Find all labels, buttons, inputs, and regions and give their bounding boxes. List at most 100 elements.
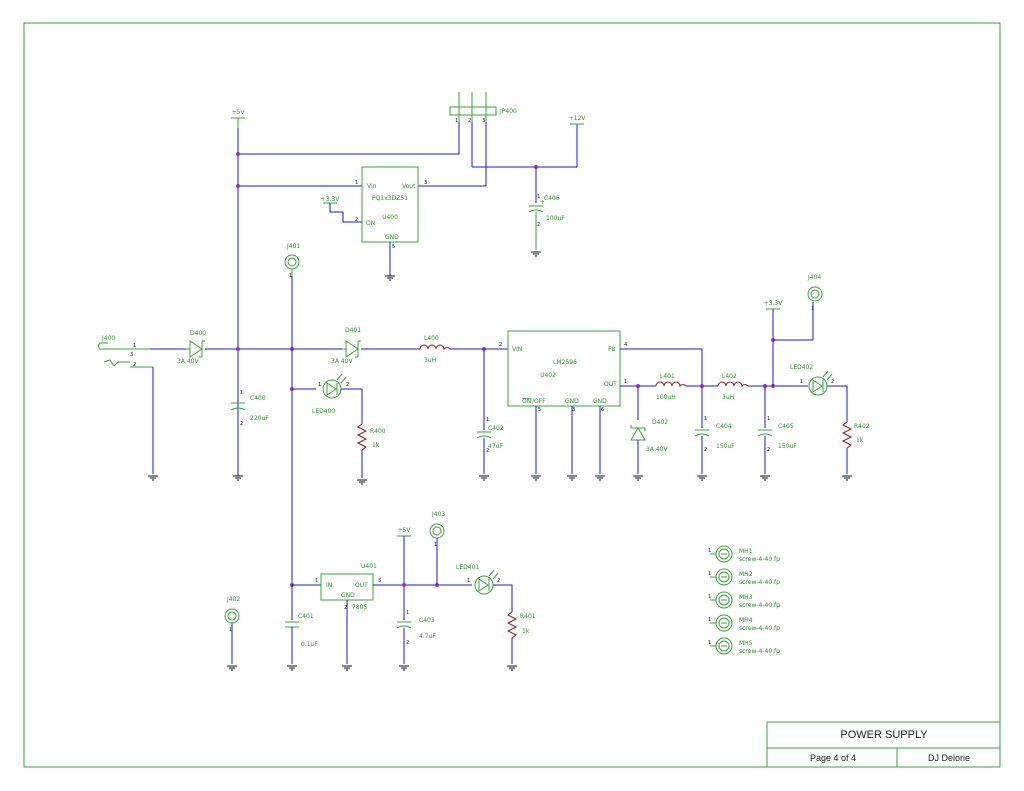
svg-text:+: + xyxy=(540,199,545,206)
test-point-j402: J402 1 xyxy=(224,596,240,633)
test-point-j403: J403 1 xyxy=(429,511,445,548)
svg-text:3: 3 xyxy=(572,407,575,413)
svg-text:D402: D402 xyxy=(652,419,668,426)
svg-text:ON: ON xyxy=(366,220,375,227)
net-12v: +12V xyxy=(569,115,586,125)
svg-text:LED401: LED401 xyxy=(456,564,479,571)
svg-text:1: 1 xyxy=(767,416,770,422)
svg-text:3: 3 xyxy=(424,180,427,186)
svg-text:3A 40V: 3A 40V xyxy=(646,446,668,453)
svg-text:2: 2 xyxy=(355,217,358,223)
svg-text:4: 4 xyxy=(624,342,627,348)
capacitor-c402: C402 47uF 1 2 xyxy=(476,417,504,454)
svg-text:2: 2 xyxy=(468,118,471,124)
svg-text:1: 1 xyxy=(624,379,627,385)
svg-text:3: 3 xyxy=(482,118,485,124)
svg-text:2: 2 xyxy=(346,382,349,388)
mounting-hole-footprint: screw-4-40.fp xyxy=(739,648,780,655)
svg-text:OUT: OUT xyxy=(355,582,368,589)
net-33v-right: +3.3V xyxy=(764,300,784,310)
svg-text:7805: 7805 xyxy=(352,604,367,611)
svg-text:L401: L401 xyxy=(660,373,675,380)
svg-text:R401: R401 xyxy=(520,613,536,620)
svg-text:GND: GND xyxy=(385,234,399,241)
svg-text:2: 2 xyxy=(406,640,409,646)
mounting-hole-pin: 1 xyxy=(708,571,711,577)
svg-text:J400: J400 xyxy=(101,335,115,342)
svg-text:+3.3V: +3.3V xyxy=(321,196,341,203)
svg-text:U401: U401 xyxy=(361,563,377,570)
svg-text:1: 1 xyxy=(289,273,292,279)
mounting-hole-ref: MH5 xyxy=(739,640,753,647)
svg-text:D400: D400 xyxy=(190,330,206,337)
svg-text:2: 2 xyxy=(497,578,500,584)
mounting-hole-ref: MH4 xyxy=(739,617,753,624)
svg-text:C402: C402 xyxy=(488,425,504,432)
diode-d402: D402 3A 40V xyxy=(630,419,668,453)
author-name: DJ Delorie xyxy=(928,753,970,763)
svg-text:2: 2 xyxy=(831,379,834,385)
led-led402: LED402 1 2 xyxy=(790,364,834,396)
svg-text:U400: U400 xyxy=(382,214,398,221)
svg-text:J403: J403 xyxy=(431,511,445,518)
regulator-u401: IN OUT GND U401 7805 1 3 2 xyxy=(315,563,381,611)
test-point-j401: J401 1 xyxy=(284,243,300,279)
svg-text:47uF: 47uF xyxy=(488,443,503,450)
inductor-l402: L402 3uH xyxy=(717,373,749,401)
resistor-r402: R402 1k xyxy=(841,421,870,449)
capacitor-c404: C404 150uF 1 2 xyxy=(694,416,735,453)
ground-u400 xyxy=(385,275,395,281)
svg-text:+5V: +5V xyxy=(398,527,412,534)
svg-text:VIN: VIN xyxy=(512,346,522,353)
svg-text:3: 3 xyxy=(130,352,133,358)
svg-text:LED400: LED400 xyxy=(312,408,335,415)
svg-text:J402: J402 xyxy=(226,596,240,603)
svg-text:U402: U402 xyxy=(540,372,556,379)
net-5v-top: +5V xyxy=(231,109,245,128)
svg-text:150uF: 150uF xyxy=(716,443,735,450)
diode-d401: D401 3A 40V xyxy=(331,327,361,365)
svg-text:Vin: Vin xyxy=(367,183,377,190)
svg-text:C404: C404 xyxy=(716,423,732,430)
svg-text:3: 3 xyxy=(378,578,381,584)
svg-text:3A 40V: 3A 40V xyxy=(331,358,353,365)
mounting-hole-ref: MH3 xyxy=(739,594,753,601)
svg-text:1: 1 xyxy=(133,343,136,349)
svg-text:2: 2 xyxy=(767,447,770,453)
svg-text:L400: L400 xyxy=(424,335,439,342)
svg-text:3A 40V: 3A 40V xyxy=(177,358,199,365)
svg-text:C400: C400 xyxy=(250,395,266,402)
svg-text:5: 5 xyxy=(538,407,541,413)
svg-text:R400: R400 xyxy=(370,428,386,435)
svg-text:4.7uF: 4.7uF xyxy=(419,633,436,640)
svg-text:2: 2 xyxy=(537,222,540,228)
svg-text:1: 1 xyxy=(800,379,803,385)
svg-text:+3.3V: +3.3V xyxy=(764,300,784,307)
svg-text:6: 6 xyxy=(601,407,604,413)
svg-text:1: 1 xyxy=(355,180,358,186)
title-text: POWER SUPPLY xyxy=(840,729,928,741)
led-led401: LED401 1 2 xyxy=(456,564,500,595)
svg-text:3uH: 3uH xyxy=(722,394,734,401)
svg-text:PQ1x3DZ51: PQ1x3DZ51 xyxy=(372,195,408,202)
svg-text:Vout: Vout xyxy=(402,183,416,190)
svg-text:5: 5 xyxy=(392,244,395,250)
svg-text:/OFF: /OFF xyxy=(532,398,546,405)
svg-text:2: 2 xyxy=(499,342,502,348)
dc-jack-j400: J400 1 3 2 xyxy=(98,335,153,368)
svg-text:150uF: 150uF xyxy=(778,443,797,450)
mounting-hole-footprint: screw-4-40.fp xyxy=(739,556,780,563)
svg-text:100uH: 100uH xyxy=(656,394,676,401)
svg-text:IN: IN xyxy=(326,582,332,589)
svg-text:ON: ON xyxy=(522,398,531,405)
svg-text:0.1uF: 0.1uF xyxy=(301,641,318,648)
svg-text:GND: GND xyxy=(341,592,355,599)
capacitor-c403: C403 4.7uF 1 2 xyxy=(396,610,436,646)
svg-text:J401: J401 xyxy=(286,243,300,250)
